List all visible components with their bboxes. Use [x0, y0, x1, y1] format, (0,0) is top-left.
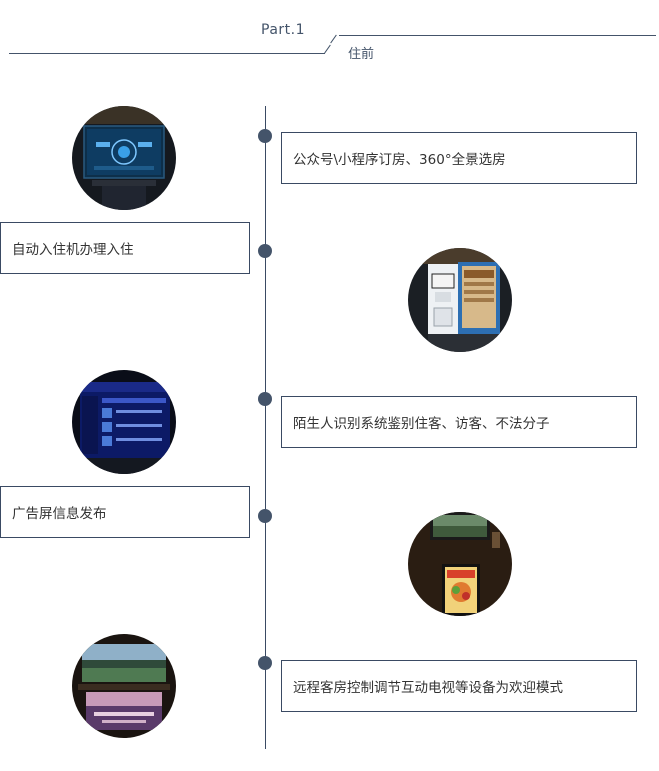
header-rule-left [9, 53, 325, 54]
step-box-checkin: 自动入住机办理入住 [0, 222, 250, 274]
step-text: 远程客房控制调节互动电视等设备为欢迎模式 [293, 680, 563, 696]
timeline-dot [258, 509, 272, 523]
step-box-recognition: 陌生人识别系统鉴别住客、访客、不法分子 [281, 396, 637, 448]
header-rule-right [339, 35, 656, 36]
timeline-dot [258, 129, 272, 143]
header-slash [330, 34, 337, 44]
self-service-screen-icon [72, 106, 176, 210]
step-text: 广告屏信息发布 [12, 506, 107, 522]
timeline-dot [258, 244, 272, 258]
check-in-kiosk-icon [408, 248, 512, 352]
step-text: 公众号\小程序订房、360°全景选房 [293, 152, 506, 168]
part-label: Part.1 [261, 22, 305, 38]
step-text: 自动入住机办理入住 [12, 242, 134, 258]
timeline-line [265, 106, 266, 749]
advertising-screen-icon [408, 512, 512, 616]
step-text: 陌生人识别系统鉴别住客、访客、不法分子 [293, 416, 550, 432]
step-box-room-control: 远程客房控制调节互动电视等设备为欢迎模式 [281, 660, 637, 712]
interactive-tv-icon [72, 634, 176, 738]
timeline-dot [258, 392, 272, 406]
header-slash [324, 44, 331, 54]
stage-label: 住前 [348, 47, 375, 62]
step-box-booking: 公众号\小程序订房、360°全景选房 [281, 132, 637, 184]
monitoring-software-icon [72, 370, 176, 474]
timeline-dot [258, 656, 272, 670]
step-box-advertising: 广告屏信息发布 [0, 486, 250, 538]
